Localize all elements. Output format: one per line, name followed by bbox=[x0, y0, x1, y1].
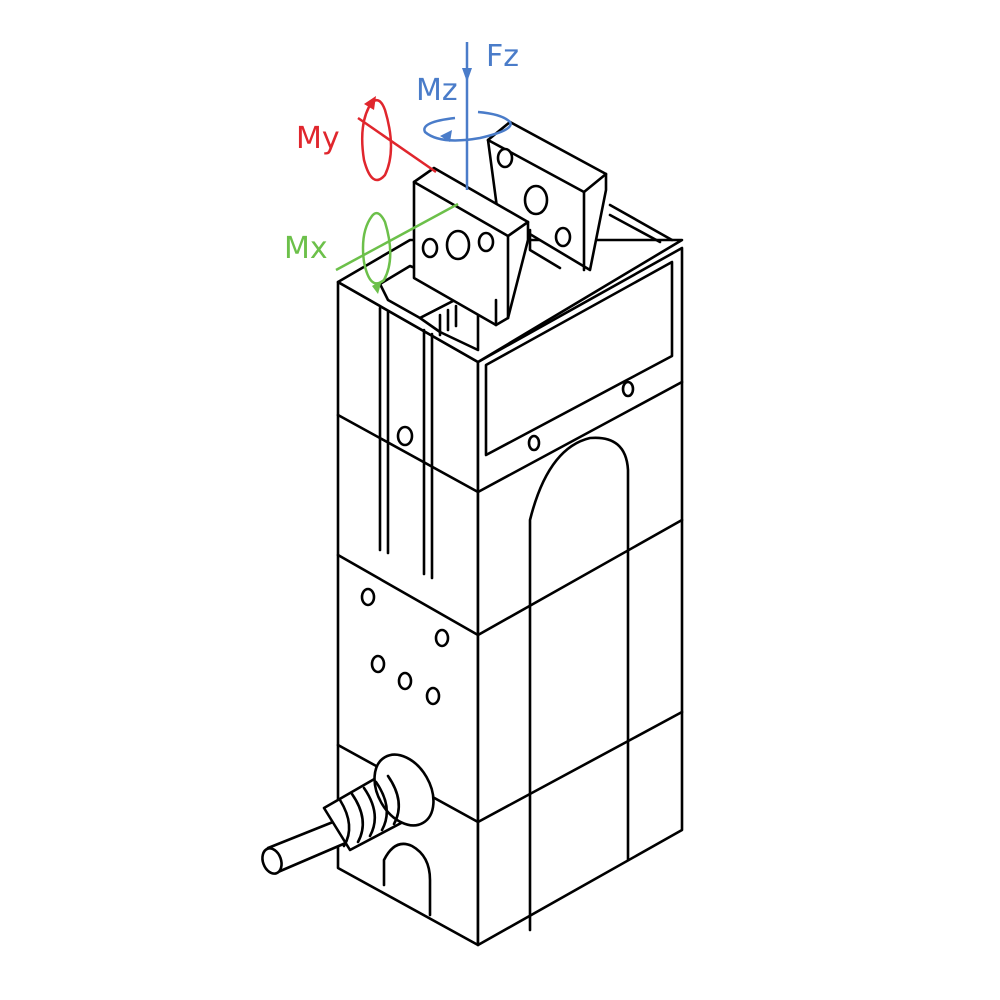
jaw-guides bbox=[378, 203, 674, 352]
mz-label: Mz bbox=[416, 73, 458, 108]
mx-label: Mx bbox=[284, 231, 328, 266]
mx-axis-icon bbox=[335, 202, 459, 294]
my-axis-icon bbox=[357, 96, 437, 182]
side-slots bbox=[378, 306, 434, 580]
fz-arrow-icon bbox=[462, 42, 472, 190]
gripper-body bbox=[336, 238, 684, 947]
cable-port-arch bbox=[382, 842, 432, 917]
mz-rotation-icon bbox=[423, 110, 512, 142]
fz-label: Fz bbox=[486, 39, 519, 74]
cable bbox=[261, 818, 350, 875]
cable-connector bbox=[322, 753, 435, 852]
body-right-seams bbox=[476, 380, 684, 824]
front-jaw bbox=[412, 166, 530, 327]
arch-window bbox=[528, 436, 630, 932]
my-label: My bbox=[296, 121, 340, 156]
front-panel bbox=[484, 260, 674, 457]
left-face-holes bbox=[360, 425, 450, 706]
